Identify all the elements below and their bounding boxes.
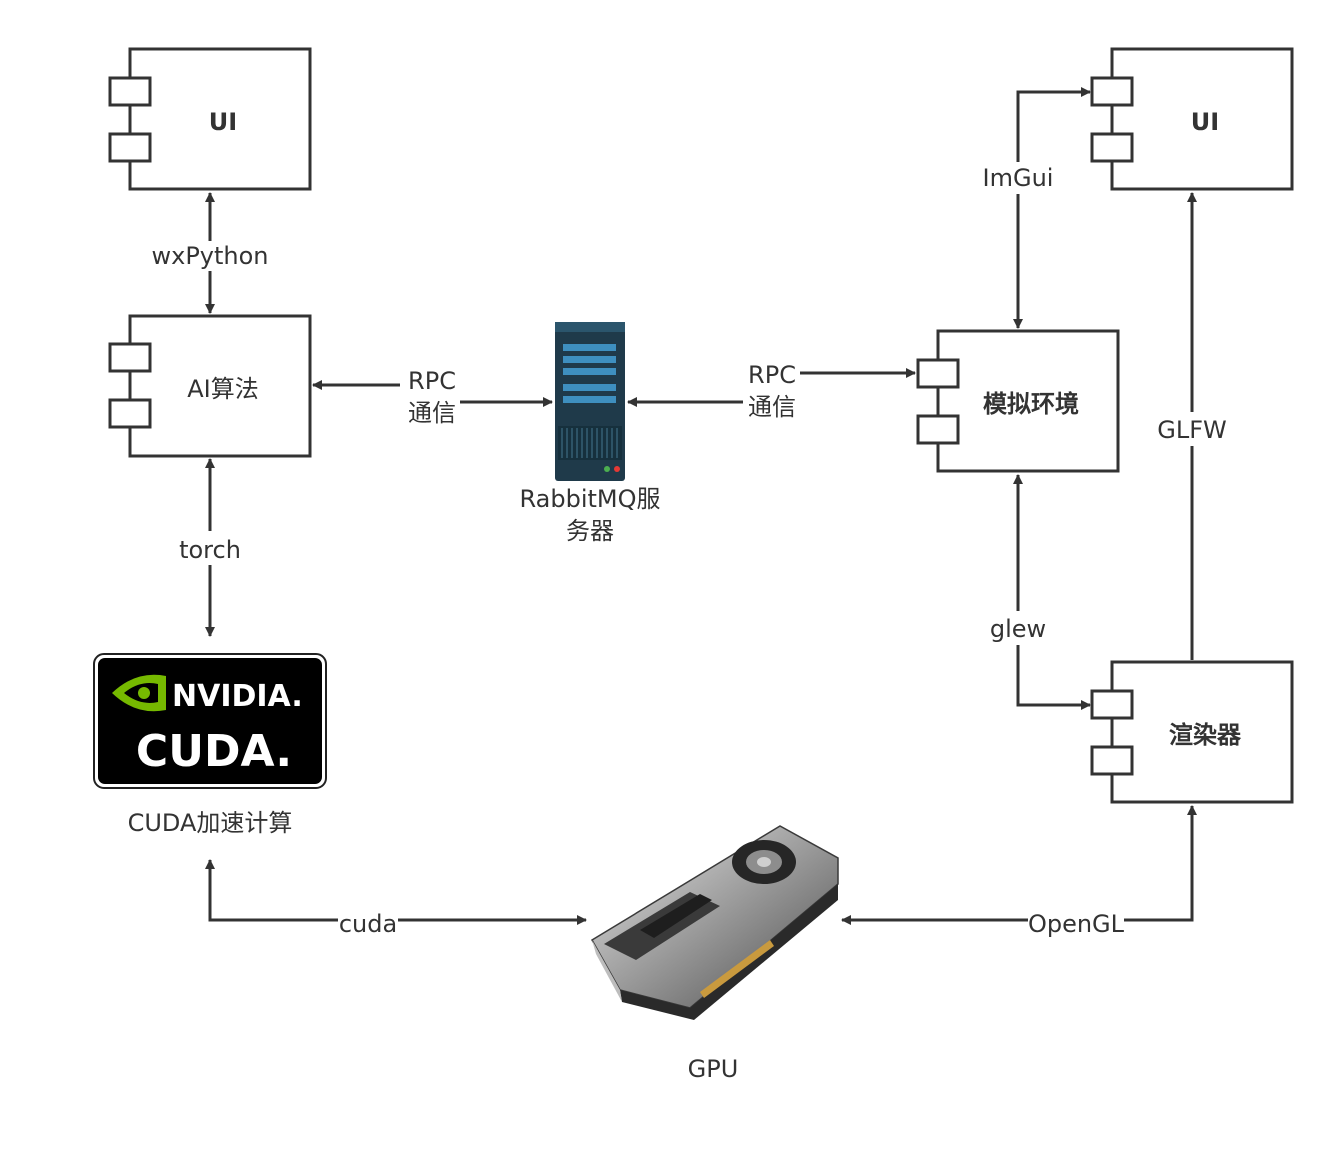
nvidia-eye-icon xyxy=(112,674,166,712)
gpu-icon xyxy=(590,825,839,1020)
wxpython-label: wxPython xyxy=(151,242,268,270)
component-label: AI算法 xyxy=(187,375,259,403)
rpc-left-label-line1: RPC xyxy=(408,367,456,395)
port-icon xyxy=(108,342,152,373)
connectors xyxy=(205,87,1197,925)
component-ui-left[interactable]: UI xyxy=(108,47,312,191)
port-icon xyxy=(1090,132,1134,163)
cuda-caption: CUDA加速计算 xyxy=(128,809,293,837)
nvidia-cuda-logo: NVIDIA. CUDA. xyxy=(93,653,327,789)
component-label: 模拟环境 xyxy=(983,390,1079,418)
component-renderer[interactable]: 渲染器 xyxy=(1090,660,1294,804)
opengl-label: OpenGL xyxy=(1028,910,1125,938)
port-icon xyxy=(1090,745,1134,776)
port-icon xyxy=(1090,76,1134,107)
component-label: UI xyxy=(1191,108,1219,136)
port-icon xyxy=(108,132,152,163)
glew-connector-lower xyxy=(1016,645,1091,710)
port-icon xyxy=(108,398,152,429)
torch-label: torch xyxy=(179,536,241,564)
cuda-label: cuda xyxy=(339,910,397,938)
component-simulation-environment[interactable]: 模拟环境 xyxy=(916,329,1120,473)
rpc-right-label-line1: RPC xyxy=(748,361,796,389)
nvidia-wordmark: NVIDIA. xyxy=(172,679,303,714)
component-label: 渲染器 xyxy=(1169,721,1242,749)
port-icon xyxy=(108,76,152,107)
port-icon xyxy=(1090,689,1134,720)
component-label: UI xyxy=(209,108,237,136)
glfw-label: GLFW xyxy=(1157,416,1227,444)
server-label-line2: 务器 xyxy=(566,517,614,545)
component-ai-algorithm[interactable]: AI算法 xyxy=(108,314,312,458)
rpc-right-label-line2: 通信 xyxy=(748,393,796,421)
rpc-left-label-line2: 通信 xyxy=(408,399,456,427)
port-icon xyxy=(916,358,960,389)
cuda-wordmark: CUDA. xyxy=(136,726,292,777)
port-icon xyxy=(916,414,960,445)
imgui-connector xyxy=(1016,87,1091,162)
opengl-connector-right xyxy=(1124,805,1197,922)
glew-label: glew xyxy=(990,615,1046,643)
component-ui-right[interactable]: UI xyxy=(1090,47,1294,191)
server-label-line1: RabbitMQ服 xyxy=(520,485,661,513)
gpu-label: GPU xyxy=(688,1055,739,1083)
cuda-connector xyxy=(205,859,338,922)
server-icon xyxy=(555,322,625,481)
imgui-label: ImGui xyxy=(983,164,1054,192)
